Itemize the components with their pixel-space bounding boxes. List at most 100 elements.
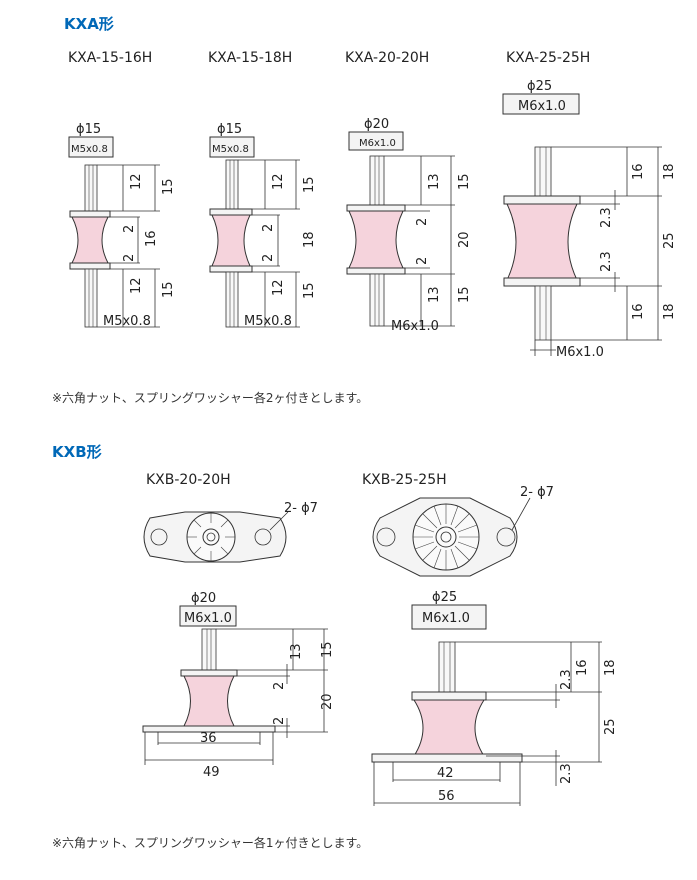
- dim-56: 56: [438, 789, 455, 804]
- dim-36: 36: [200, 731, 217, 746]
- kxa-section-title: KXA形: [64, 15, 114, 33]
- dim-25: 25: [603, 718, 618, 735]
- thread-top-label: M5x0.8: [212, 144, 249, 155]
- bottom-plate: [503, 277, 581, 287]
- dim-2-top: 2: [261, 224, 276, 232]
- dim-2-3-top: 2.3: [559, 669, 574, 690]
- dim-15-bottom: 15: [161, 281, 176, 298]
- dim-12-top: 12: [271, 173, 286, 190]
- bottom-bolt: [369, 273, 385, 327]
- dim-15-bottom: 15: [302, 282, 317, 299]
- kxa-model-label-3: KXA-20-20H: [345, 50, 429, 66]
- dim-20: 20: [457, 231, 472, 248]
- dim-13-bottom: 13: [427, 286, 442, 303]
- rubber-body: [211, 214, 251, 267]
- dim-12-bottom: 12: [271, 279, 286, 296]
- dim-15-top: 15: [302, 176, 317, 193]
- bottom-plate: [346, 267, 406, 275]
- dim-2-3-bottom: 2.3: [599, 251, 614, 272]
- top-plate: [209, 208, 253, 216]
- kxa-note: ※六角ナット、スプリングワッシャー各2ヶ付きとします。: [52, 390, 368, 405]
- top-plate: [503, 195, 581, 205]
- top-bolt: [534, 146, 552, 199]
- thread-top-label: M6x1.0: [359, 138, 396, 149]
- top-bolt: [369, 155, 385, 207]
- dim-49: 49: [203, 765, 220, 780]
- phi-label: ϕ20: [364, 117, 389, 132]
- kxb-25-25h-side-view: ϕ25 M6x1.0 42 56 16 18 2.3 25 2.3: [371, 590, 618, 806]
- kxa-model-label-2: KXA-15-18H: [208, 50, 292, 66]
- kxb-25-25h-top-view: 2- ϕ7: [372, 485, 554, 577]
- dim-13-top: 13: [427, 173, 442, 190]
- thread-bottom-label: M5x0.8: [103, 314, 151, 329]
- dim-13: 13: [289, 643, 304, 660]
- dim-2-top: 2: [122, 225, 137, 233]
- bottom-plate: [209, 265, 253, 273]
- top-bolt: [225, 159, 239, 211]
- dim-2-top: 2: [415, 218, 430, 226]
- kxa-20-20h-drawing: ϕ20 M6x1.0 13 15 2 20 2 13 15 M6x1.0: [346, 117, 472, 334]
- dim-2-3-bottom: 2.3: [559, 763, 574, 784]
- dim-2-bottom: 2: [415, 257, 430, 265]
- holes-label: 2- ϕ7: [520, 485, 554, 500]
- thread-bottom-label: M6x1.0: [556, 345, 604, 360]
- thread-bottom-label: M6x1.0: [391, 319, 439, 334]
- rubber-body: [506, 203, 578, 281]
- kxb-note: ※六角ナット、スプリングワッシャー各1ヶ付きとします。: [52, 835, 368, 850]
- kxb-model-label-1: KXB-20-20H: [146, 472, 231, 488]
- rubber-body: [183, 675, 235, 727]
- bolt: [201, 628, 217, 672]
- kxb-section-title: KXB形: [52, 443, 102, 461]
- rubber-body: [413, 699, 485, 757]
- kxb-model-label-2: KXB-25-25H: [362, 472, 447, 488]
- dim-16: 16: [144, 230, 159, 247]
- dim-2-bottom: 2: [122, 254, 137, 262]
- dim-18: 18: [302, 231, 317, 248]
- bottom-plate: [69, 262, 111, 270]
- thread-top-label: M5x0.8: [71, 144, 108, 155]
- bottom-bolt: [84, 268, 98, 328]
- dim-25: 25: [662, 232, 677, 249]
- dim-20: 20: [320, 693, 335, 710]
- phi-box: [68, 136, 114, 158]
- dim-16: 16: [575, 659, 590, 676]
- phi-label: ϕ25: [432, 590, 457, 605]
- dim-42: 42: [437, 766, 454, 781]
- dim-18-bottom: 18: [662, 303, 677, 320]
- dim-15: 15: [320, 641, 335, 658]
- holes-label: 2- ϕ7: [284, 501, 318, 516]
- dim-2-bottom: 2: [272, 717, 287, 725]
- kxb-20-20h-top-view: 2- ϕ7: [143, 501, 318, 563]
- kxa-15-18h-drawing: ϕ15 M5x0.8 12 15 2 18 2 12 15 M5x0.8: [209, 122, 317, 329]
- rubber-body: [71, 216, 109, 264]
- thread-label: M6x1.0: [422, 611, 470, 626]
- top-plate: [180, 669, 238, 677]
- phi-label: ϕ15: [217, 122, 242, 137]
- dim-2-bottom: 2: [261, 254, 276, 262]
- base-plate: [142, 725, 276, 733]
- thread-bottom-label: M5x0.8: [244, 314, 292, 329]
- bolt: [438, 641, 456, 695]
- top-plate: [411, 691, 487, 701]
- dim-16-top: 16: [631, 163, 646, 180]
- dim-15-bottom: 15: [457, 286, 472, 303]
- kxa-model-label-1: KXA-15-16H: [68, 50, 152, 66]
- kxa-15-16h-drawing: ϕ15 M5x0.8 12 15 2 16 2 12 15 M5x0.8: [68, 122, 176, 329]
- kxb-20-20h-side-view: ϕ20 M6x1.0 36 49 13 15 2 20 2: [142, 591, 335, 780]
- top-plate: [69, 210, 111, 218]
- dim-12-bottom: 12: [129, 277, 144, 294]
- thread-label: M6x1.0: [184, 611, 232, 626]
- dim-12-top: 12: [129, 173, 144, 190]
- thread-top-label: M6x1.0: [518, 99, 566, 114]
- phi-label: ϕ15: [76, 122, 101, 137]
- bottom-bolt: [534, 285, 552, 341]
- dim-18-top: 18: [662, 163, 677, 180]
- rubber-body: [348, 210, 404, 269]
- dim-18: 18: [603, 659, 618, 676]
- phi-label: ϕ20: [191, 591, 216, 606]
- top-plate: [346, 204, 406, 212]
- base-plate: [371, 753, 523, 763]
- kxa-25-25h-drawing: ϕ25 M6x1.0 16 18 2.3 25 2.3 16 18 M6x1.: [502, 79, 677, 360]
- dim-16-bottom: 16: [631, 303, 646, 320]
